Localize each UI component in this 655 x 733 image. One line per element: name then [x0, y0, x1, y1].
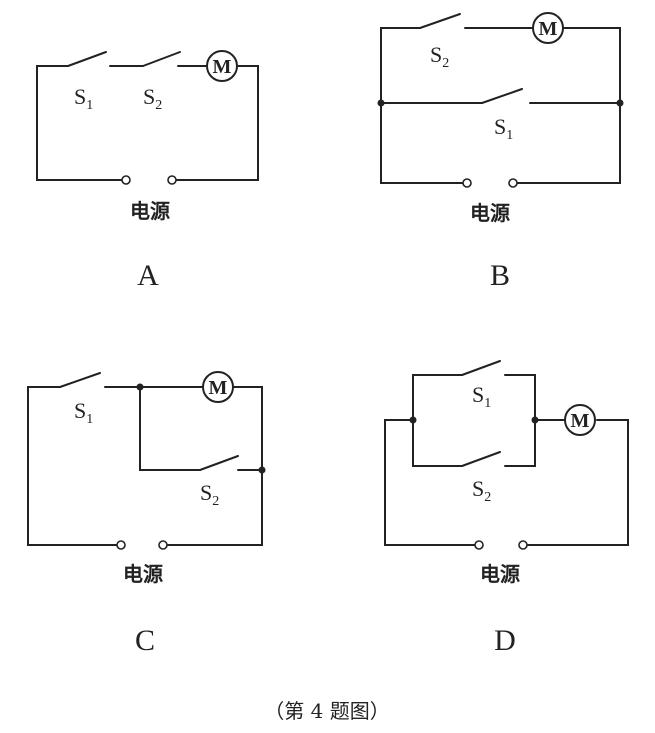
circuit-b: M S2 S1 电源 B [377, 12, 624, 292]
switch-s1 [67, 51, 107, 67]
junction [409, 416, 417, 424]
terminal [462, 178, 472, 188]
label-s2: S2 [430, 42, 449, 71]
terminal [116, 540, 126, 550]
terminal [508, 178, 518, 188]
wire [36, 65, 259, 181]
motor-label: M [209, 377, 228, 399]
circuit-d: M S1 S2 电源 D [384, 360, 629, 657]
switch-s2 [199, 455, 239, 471]
figure-caption: （第 4 题图） [264, 699, 389, 723]
motor-label: M [539, 18, 558, 40]
terminal [474, 540, 484, 550]
label-s1: S1 [472, 382, 491, 411]
switch-s1 [59, 372, 101, 388]
option-label: C [135, 624, 155, 657]
motor-icon [202, 371, 234, 403]
switch-s2 [419, 13, 461, 29]
junction [616, 99, 624, 107]
source-label: 电源 [130, 199, 170, 223]
junction [258, 466, 266, 474]
terminal [158, 540, 168, 550]
source-label: 电源 [480, 562, 520, 586]
terminal [121, 175, 131, 185]
motor-icon [532, 12, 564, 44]
label-s1: S1 [74, 398, 93, 427]
option-label: D [494, 624, 516, 657]
label-s2: S2 [143, 84, 162, 113]
source-label: 电源 [470, 201, 510, 225]
circuit-c: M S1 S2 电源 C [27, 371, 266, 657]
switch-s1 [461, 360, 501, 376]
label-s1: S1 [74, 84, 93, 113]
motor-icon [206, 50, 238, 82]
source-label: 电源 [123, 562, 163, 586]
wire [27, 386, 263, 546]
circuit-a: M S1 S2 电源 A [36, 50, 259, 292]
wire [380, 27, 621, 184]
switch-s2 [461, 451, 501, 467]
label-s2: S2 [200, 480, 219, 509]
motor-label: M [213, 56, 232, 78]
motor-label: M [571, 410, 590, 432]
junction [136, 383, 144, 391]
wire [384, 374, 629, 546]
option-label: A [137, 259, 159, 292]
motor-icon [564, 404, 596, 436]
label-s1: S1 [494, 114, 513, 143]
terminal [167, 175, 177, 185]
junction [377, 99, 385, 107]
option-label: B [490, 259, 510, 292]
junction [531, 416, 539, 424]
switch-s2 [142, 51, 181, 67]
label-s2: S2 [472, 476, 491, 505]
terminal [518, 540, 528, 550]
switch-s1 [481, 88, 523, 104]
